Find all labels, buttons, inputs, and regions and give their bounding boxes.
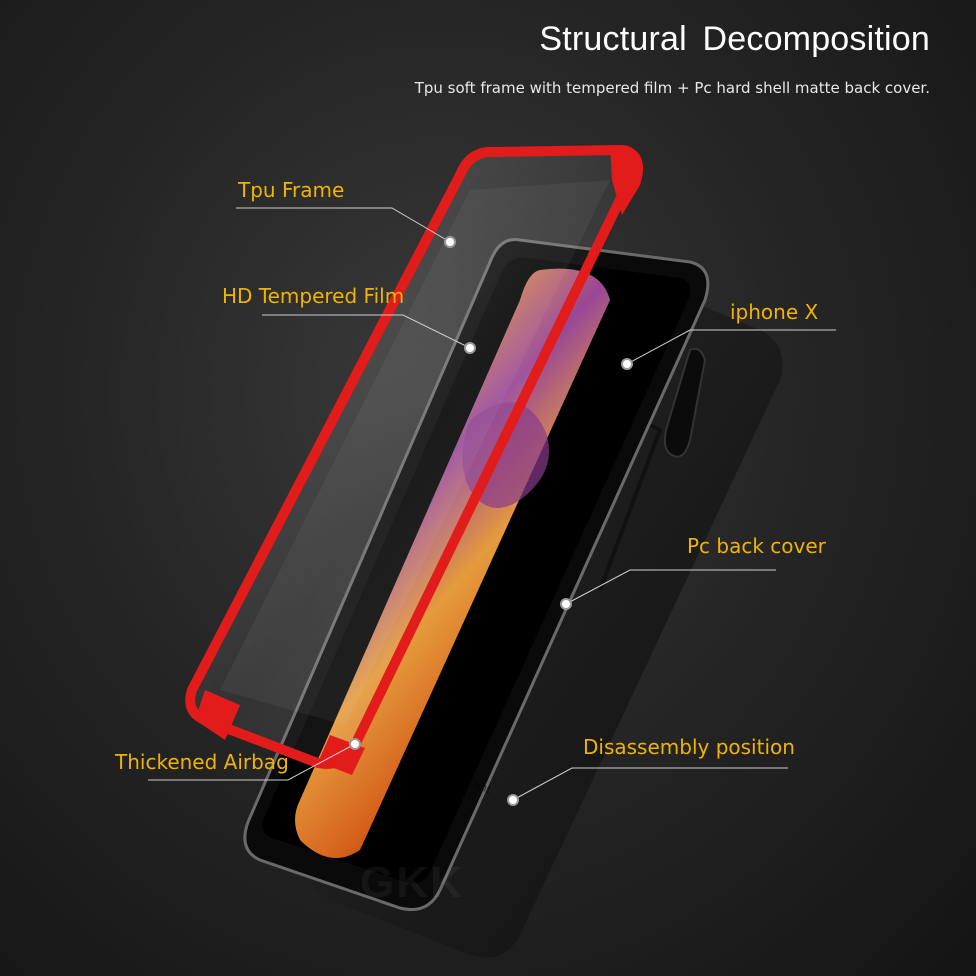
tpu-frame-with-film	[185, 145, 644, 775]
dot-disassembly-position	[507, 794, 519, 806]
leader-lines	[148, 207, 836, 801]
label-tpu-frame: Tpu Frame	[238, 178, 345, 202]
dot-pc-back-cover	[560, 598, 572, 610]
page-title: Structural Decomposition	[539, 20, 930, 58]
label-iphone-x: iphone X	[730, 300, 819, 324]
label-pc-back-cover: Pc back cover	[687, 534, 826, 558]
page-subtitle: Tpu soft frame with tempered film + Pc h…	[414, 79, 930, 97]
label-disassembly-position: Disassembly position	[583, 735, 795, 759]
dot-thickened-airbag	[349, 738, 361, 750]
leader-dots	[349, 236, 633, 806]
brand-watermark: GKK	[360, 858, 464, 907]
dot-hd-tempered-film	[464, 342, 476, 354]
label-thickened-airbag: Thickened Airbag	[115, 750, 289, 774]
dot-tpu-frame	[444, 236, 456, 248]
dot-iphone-x	[621, 358, 633, 370]
label-hd-tempered-film: HD Tempered Film	[222, 284, 405, 308]
